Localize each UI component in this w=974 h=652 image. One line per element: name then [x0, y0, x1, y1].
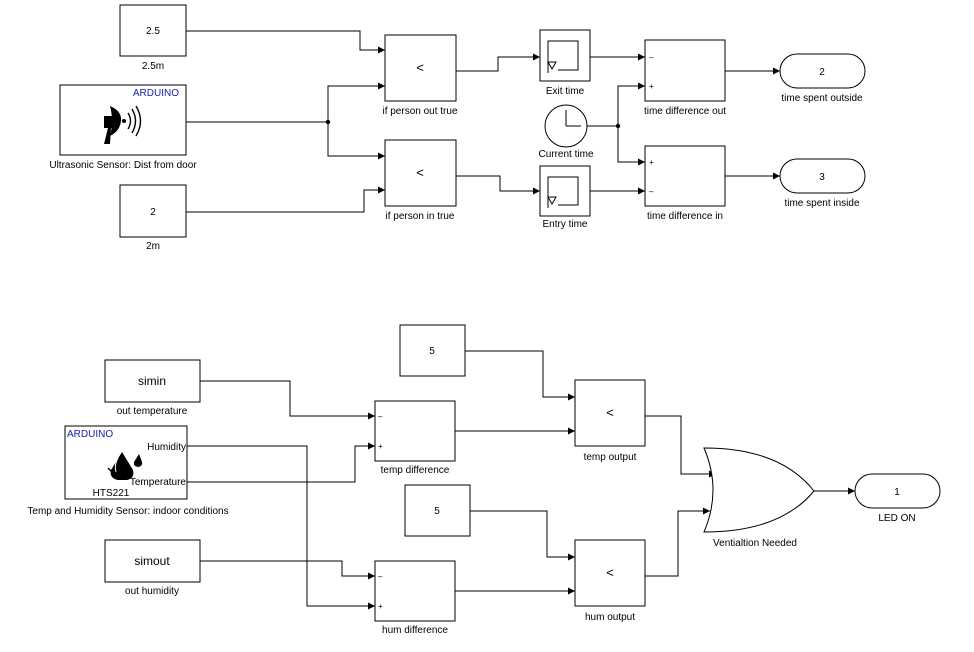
operator-symbol: <	[416, 60, 424, 75]
trigger-icon	[547, 40, 579, 73]
signal-line[interactable]	[200, 560, 375, 580]
constant-block-2-5[interactable]: 2.5 2.5m	[119, 4, 187, 72]
block-label: if person in true	[386, 211, 455, 222]
signal-line[interactable]	[187, 445, 375, 610]
trigger-icon	[547, 176, 579, 208]
constant-block-2[interactable]: 2 2m	[119, 184, 187, 252]
signal-line[interactable]	[470, 510, 575, 561]
sum-block-time-difference-out[interactable]: – + time difference out	[644, 39, 726, 117]
port-sign: –	[649, 187, 654, 196]
port-sign: –	[378, 412, 383, 421]
signal-line[interactable]	[186, 82, 385, 123]
ultrasonic-sensor-icon	[104, 105, 142, 144]
block-label: Ultrasonic Sensor: Dist from door	[49, 160, 197, 171]
outport-block-1[interactable]: 1 LED ON	[854, 473, 941, 524]
signal-line[interactable]	[645, 415, 716, 478]
outport-block-3[interactable]: 3 time spent inside	[779, 158, 866, 209]
branch-point	[325, 119, 331, 125]
port-number: 1	[894, 487, 900, 498]
port-sign: +	[649, 158, 654, 167]
block-label: temp output	[584, 452, 637, 463]
block-label: Temp and Humidity Sensor: indoor conditi…	[27, 506, 228, 517]
operator-symbol: <	[606, 565, 614, 580]
block-label: if person out true	[382, 106, 457, 117]
block-label: time spent outside	[781, 93, 863, 104]
block-value: 5	[429, 346, 435, 357]
top-signal-lines	[186, 30, 780, 213]
port-sign: –	[649, 53, 654, 62]
block-label: hum output	[585, 612, 635, 623]
block-label: Entry time	[542, 219, 587, 230]
port-sign: +	[378, 602, 383, 611]
temp-humidity-sensor-block[interactable]: ARDUINO Humidity Temperature HTS221 Temp…	[27, 425, 229, 517]
operator-symbol: <	[416, 165, 424, 180]
block-label: LED ON	[878, 513, 915, 524]
block-label: out temperature	[117, 406, 188, 417]
port-number: 3	[819, 172, 825, 183]
relational-operator-temp-output[interactable]: < temp output	[574, 379, 646, 463]
block-label: temp difference	[381, 465, 450, 476]
bottom-signal-lines	[187, 350, 855, 610]
port-sign: +	[378, 442, 383, 451]
block-value: simin	[138, 374, 166, 388]
block-label: Exit time	[546, 86, 585, 97]
port-sign: +	[649, 82, 654, 91]
block-label: 2.5m	[142, 61, 164, 72]
block-value: 2.5	[146, 26, 160, 37]
constant-block-5-temp[interactable]: 5	[399, 324, 466, 377]
arduino-brand-label: ARDUINO	[133, 88, 179, 99]
signal-line[interactable]	[186, 30, 385, 54]
signal-line[interactable]	[465, 350, 575, 401]
sum-block-time-difference-in[interactable]: + – time difference in	[644, 145, 726, 222]
or-gate-icon	[703, 447, 815, 533]
block-label: time spent inside	[784, 198, 859, 209]
block-label: out humidity	[125, 586, 179, 597]
signal-line[interactable]	[456, 53, 540, 72]
clock-block-current-time[interactable]: Current time	[538, 104, 594, 160]
output-port-temperature: Temperature	[130, 477, 187, 488]
port-number: 2	[819, 67, 825, 78]
trigger-arrow-icon	[547, 61, 557, 71]
triggered-subsystem-entry-time[interactable]: Entry time	[539, 165, 591, 230]
branch-point	[615, 123, 621, 129]
signal-line[interactable]	[456, 175, 540, 195]
signal-line[interactable]	[327, 122, 385, 160]
block-label: time difference out	[644, 106, 726, 117]
port-sign: –	[378, 572, 383, 581]
signal-line[interactable]	[200, 380, 375, 420]
relational-operator-in[interactable]: < if person in true	[384, 139, 457, 222]
signal-line[interactable]	[617, 126, 645, 166]
block-value: 2	[150, 207, 156, 218]
signal-line[interactable]	[645, 507, 710, 577]
from-workspace-block-simout[interactable]: simout out humidity	[104, 539, 201, 597]
signal-line[interactable]	[186, 186, 385, 213]
relational-operator-out[interactable]: < if person out true	[382, 34, 458, 117]
ultrasonic-sensor-block[interactable]: ARDUINO Ultrasonic Sensor: Dist from doo…	[49, 84, 197, 171]
from-workspace-block-simin[interactable]: simin out temperature	[104, 359, 201, 417]
outport-block-2[interactable]: 2 time spent outside	[779, 53, 866, 104]
trigger-arrow-icon	[547, 196, 557, 206]
temp-humidity-sensor-icon	[107, 452, 143, 480]
sum-block-hum-difference[interactable]: – + hum difference	[374, 560, 456, 636]
sensor-name: HTS221	[93, 488, 130, 499]
relational-operator-hum-output[interactable]: < hum output	[574, 539, 646, 623]
block-label: hum difference	[382, 625, 448, 636]
or-gate-block[interactable]: Ventialtion Needed	[703, 447, 815, 549]
triggered-subsystem-exit-time[interactable]: Exit time	[539, 29, 591, 97]
block-value: 5	[434, 506, 440, 517]
output-port-humidity: Humidity	[147, 442, 186, 453]
block-label: 2m	[146, 241, 160, 252]
signal-line[interactable]	[587, 82, 645, 127]
operator-symbol: <	[606, 405, 614, 420]
block-label: Current time	[538, 149, 593, 160]
block-value: simout	[134, 554, 170, 568]
sum-block-temp-difference[interactable]: – + temp difference	[374, 400, 456, 476]
arduino-brand-label: ARDUINO	[67, 429, 113, 440]
block-label: time difference in	[647, 211, 723, 222]
block-label: Ventialtion Needed	[713, 538, 797, 549]
constant-block-5-hum[interactable]: 5	[404, 484, 471, 537]
signal-line[interactable]	[187, 442, 375, 483]
